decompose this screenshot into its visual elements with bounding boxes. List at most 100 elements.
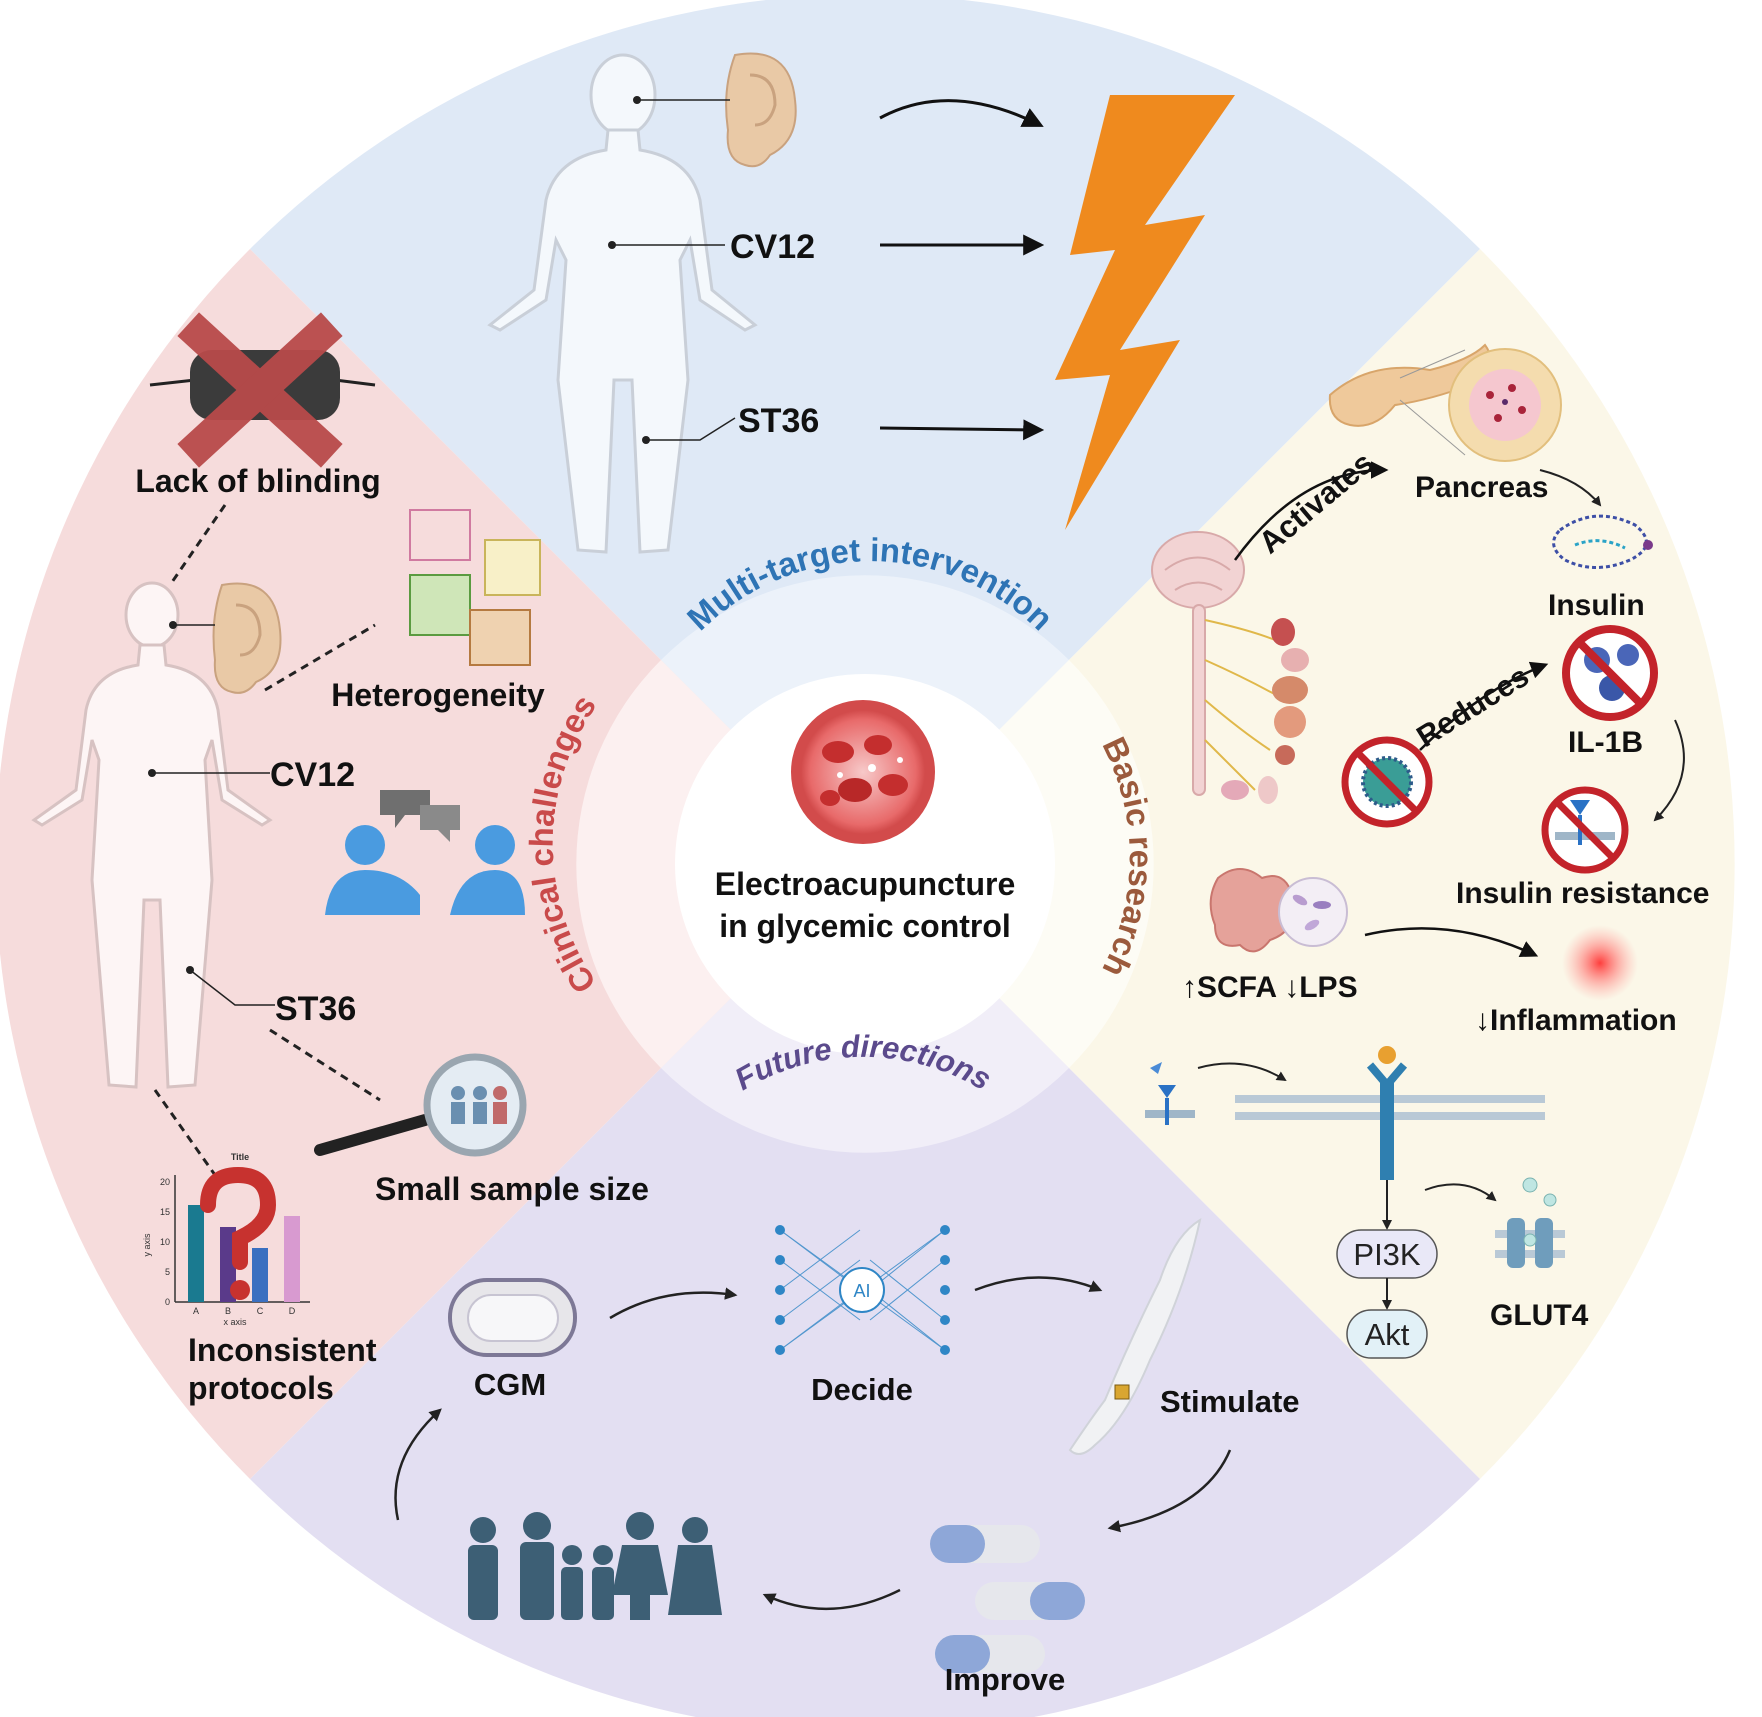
mini-ytick-3: 15 [160, 1207, 170, 1217]
label-lack-of-blinding: Lack of blinding [135, 463, 380, 499]
dot-ear-left [169, 621, 177, 629]
label-decide: Decide [811, 1372, 913, 1407]
label-ai: AI [853, 1281, 870, 1301]
center-hub: Electroacupuncture in glycemic control [675, 674, 1055, 1054]
dash-sample-size [269, 1028, 381, 1102]
mini-chart-xticks: A B C D [193, 1306, 296, 1316]
mini-bar-chart-icon: Title y axis x axis 0 5 10 15 20 A B C D [142, 1152, 310, 1327]
glut4-transporter-icon [1495, 1177, 1565, 1268]
mini-chart-xlabel: x axis [223, 1317, 247, 1327]
organs-icon [1221, 618, 1309, 804]
mini-ytick-2: 10 [160, 1237, 170, 1247]
ear-icon-top [725, 52, 797, 168]
neural-network-nodes [775, 1225, 950, 1355]
label-pancreas: Pancreas [1415, 471, 1548, 504]
virus-blocked-icon [1341, 736, 1433, 828]
center-title-line1: Electroacupuncture [715, 866, 1016, 902]
intestine-icon [1209, 868, 1295, 953]
mini-bar-a [188, 1205, 204, 1302]
quadrant-basic-research [865, 249, 1735, 1479]
mini-chart-title: Title [231, 1152, 249, 1162]
arm-stimulation-icon [1068, 1217, 1202, 1455]
inflammation-glow-icon [1562, 925, 1638, 1001]
cross-icon [177, 312, 343, 468]
dot-cv12-top [608, 241, 616, 249]
mini-xtick-c: C [257, 1306, 264, 1316]
pills-icon [930, 1525, 1085, 1673]
mini-xtick-b: B [225, 1306, 231, 1316]
question-mark-icon [200, 1166, 277, 1270]
pi3k-box: PI3K [1336, 1229, 1438, 1279]
mini-bar-c [252, 1248, 268, 1302]
mini-bar-d [284, 1216, 300, 1302]
insulin-resistance-blocked-icon [1541, 786, 1629, 874]
label-small-sample-size: Small sample size [375, 1171, 649, 1207]
label-akt: Akt [1365, 1317, 1410, 1352]
label-improve: Improve [945, 1662, 1066, 1697]
dash-blinding [168, 504, 227, 586]
mini-chart-yticks: 0 5 10 15 20 [160, 1177, 170, 1307]
magnifier-icon [314, 1053, 527, 1157]
dot-st36-left [186, 966, 194, 974]
dash-protocols [153, 1089, 217, 1176]
label-stimulate: Stimulate [1160, 1384, 1300, 1419]
ear-icon-left [212, 582, 282, 694]
stimulate-to-improve-arrow [1107, 1449, 1232, 1533]
cgm-to-decide-arrow [609, 1287, 738, 1320]
pancreas-zoom-line2 [1399, 399, 1466, 456]
akt-box: Akt [1346, 1309, 1428, 1359]
mini-xtick-a: A [193, 1306, 199, 1316]
arrows-to-stimulus [879, 99, 1045, 441]
label-cv12-left: CV12 [270, 756, 355, 794]
mini-ytick-1: 5 [165, 1267, 170, 1277]
acupoint-leaders-top [612, 99, 736, 441]
gut-to-inflammation-arrow [1364, 927, 1539, 957]
label-insulin: Insulin [1548, 589, 1645, 622]
il1b-blocked-icon [1562, 625, 1658, 721]
human-silhouette-left [31, 581, 273, 1089]
label-inconsistent-1: Inconsistent [188, 1332, 377, 1368]
dot-st36-top [642, 436, 650, 444]
blood-vessel-icon [791, 700, 935, 844]
cgm-device-icon [448, 1278, 577, 1357]
mini-chart-ylabel: y axis [142, 1233, 152, 1257]
label-scfa-lps: ↑SCFA ↓LPS [1182, 971, 1358, 1004]
islet-cells-icon [1448, 348, 1562, 462]
improve-to-people-arrow [762, 1588, 901, 1611]
family-group-icon [468, 1512, 722, 1620]
center-title-line2: in glycemic control [719, 908, 1011, 944]
label-cv12-top: CV12 [730, 228, 815, 266]
microbiome-icon [1278, 877, 1348, 947]
puzzle-pieces-icon [409, 509, 541, 666]
dot-ear-top [633, 96, 641, 104]
brain-spinal-cord-icon [1151, 531, 1286, 796]
question-mark-dot [230, 1280, 250, 1300]
dash-heterogeneity [264, 623, 376, 692]
label-glut4: GLUT4 [1490, 1299, 1589, 1332]
insulin-receptor-icon [1366, 1046, 1408, 1180]
pancreas-zoom-line1 [1399, 349, 1466, 379]
reduces-arrow [1419, 661, 1549, 751]
ai-chip-icon: AI [839, 1267, 885, 1313]
mini-ytick-4: 20 [160, 1177, 170, 1187]
mini-xtick-d: D [289, 1306, 296, 1316]
receptor-small-icon [1145, 1062, 1195, 1125]
label-pi3k: PI3K [1353, 1237, 1421, 1272]
pi3k-to-glut4-arrow [1424, 1183, 1497, 1202]
human-silhouette-top [487, 53, 758, 554]
il1b-to-resistance-arrow [1653, 719, 1685, 822]
label-il1b: IL-1B [1568, 726, 1643, 759]
insulin-molecule-icon [1552, 514, 1653, 569]
ligand-to-membrane-arrow [1197, 1062, 1287, 1082]
mini-ytick-0: 0 [165, 1297, 170, 1307]
label-insulin-resistance: Insulin resistance [1456, 877, 1709, 910]
label-inflammation: ↓Inflammation [1475, 1004, 1677, 1037]
label-heterogeneity: Heterogeneity [331, 677, 545, 713]
pancreas-to-insulin-arrow [1539, 469, 1602, 507]
lightning-bolt-icon [1055, 95, 1235, 530]
label-st36-left: ST36 [275, 990, 356, 1028]
consultation-icon [325, 790, 525, 915]
label-cgm: CGM [474, 1367, 546, 1402]
quadrant-clinical-challenges [0, 249, 865, 1479]
